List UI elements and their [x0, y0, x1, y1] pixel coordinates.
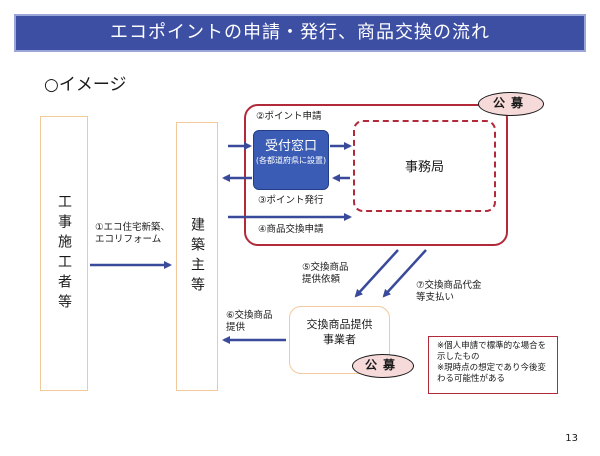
arrow-step5 — [354, 249, 399, 298]
page-number: 13 — [565, 433, 578, 444]
owner-label: 建築主等 — [189, 216, 205, 297]
note-2: ※現時点の想定であり今後変わる可能性がある — [437, 363, 547, 384]
koubo-badge-bottom: 公募 — [352, 354, 414, 378]
contractor-label: 工事施工者等 — [56, 193, 72, 314]
page-title: エコポイントの申請・発行、商品交換の流れ — [110, 22, 490, 43]
contractor-box: 工事施工者等 — [40, 116, 88, 391]
step2-label: ②ポイント申請 — [256, 111, 322, 122]
title-banner: エコポイントの申請・発行、商品交換の流れ — [14, 14, 586, 52]
owner-box: 建築主等 — [176, 122, 218, 391]
reception-title: 受付窓口 — [264, 139, 317, 154]
subtitle: ○イメージ — [44, 75, 127, 95]
arrow-step7 — [382, 249, 427, 298]
supplier-label: 交換商品提供事業者 — [306, 318, 373, 346]
reception-subtitle: (各都道府県に設置) — [255, 156, 327, 165]
notes-box: ※個人申請で標準的な場合を示したもの ※現時点の想定であり今後変わる可能性がある — [428, 336, 558, 394]
step5-label: ⑤交換商品提供依頼 — [302, 262, 349, 285]
secretariat-label: 事務局 — [404, 160, 444, 175]
step1-label: ①エコ住宅新築、エコリフォーム — [95, 222, 171, 245]
step6-label: ⑥交換商品提供 — [226, 310, 273, 333]
secretariat-box: 事務局 — [353, 120, 496, 212]
step4-label: ④商品交換申請 — [258, 224, 324, 235]
koubo-badge-top: 公募 — [478, 92, 544, 116]
reception-window-box: 受付窓口 (各都道府県に設置) — [253, 130, 329, 190]
step3-label: ③ポイント発行 — [258, 195, 324, 206]
note-1: ※個人申請で標準的な場合を示したもの — [437, 341, 547, 362]
step7-label: ⑦交換商品代金等支払い — [416, 280, 482, 303]
public-offering-group — [244, 104, 508, 246]
